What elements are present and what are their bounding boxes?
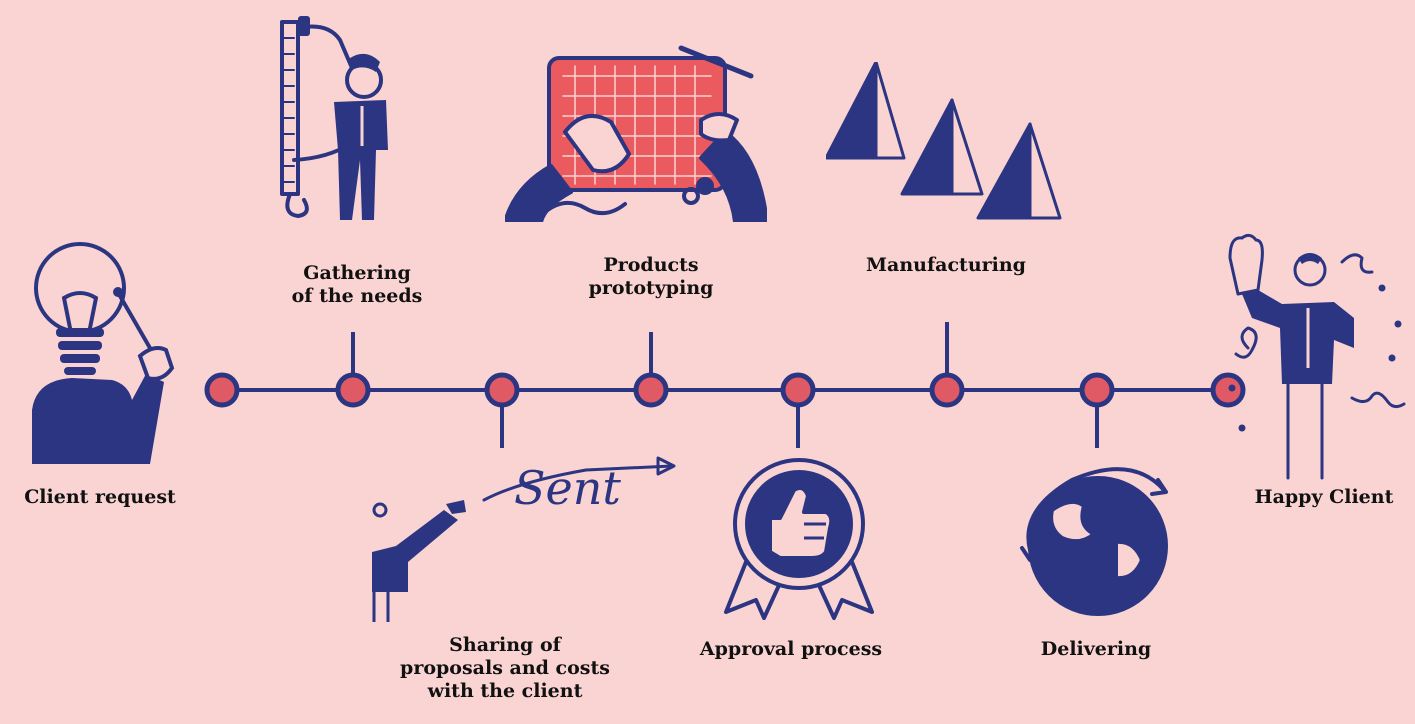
thumbs-up-badge-icon <box>724 458 874 620</box>
timeline-node-3 <box>484 372 520 408</box>
timeline-node-7 <box>1079 372 1115 408</box>
step-label-approval-process: Approval process <box>699 638 883 660</box>
timeline-node-5 <box>780 372 816 408</box>
globe-icon <box>1020 467 1168 616</box>
measuring-tape-person-icon <box>280 16 388 220</box>
timeline-node-1 <box>204 372 240 408</box>
pyramids-icon <box>826 62 1062 220</box>
step-label-sharing-of-proposals: Sharing of proposals and costs with the … <box>400 634 610 702</box>
timeline-node-6 <box>929 372 965 408</box>
sent-message-person-icon: Sent <box>372 456 676 622</box>
sent-script-text: Sent <box>514 461 621 515</box>
step-label-products-prototyping: Products prototyping <box>588 254 714 299</box>
step-label-manufacturing: Manufacturing <box>866 254 1026 276</box>
timeline-node-8 <box>1210 372 1246 408</box>
timeline-node-2 <box>335 372 371 408</box>
lightbulb-person-icon <box>32 242 175 464</box>
step-label-client-request: Client request <box>24 486 176 508</box>
happy-person-icon <box>1228 233 1406 480</box>
timeline-node-4 <box>633 372 669 408</box>
step-label-gathering-of-the-needs: Gathering of the needs <box>291 262 423 307</box>
prototyping-hands-icon <box>505 45 767 222</box>
step-label-happy-client: Happy Client <box>1254 486 1394 508</box>
step-label-delivering: Delivering <box>1040 638 1152 660</box>
